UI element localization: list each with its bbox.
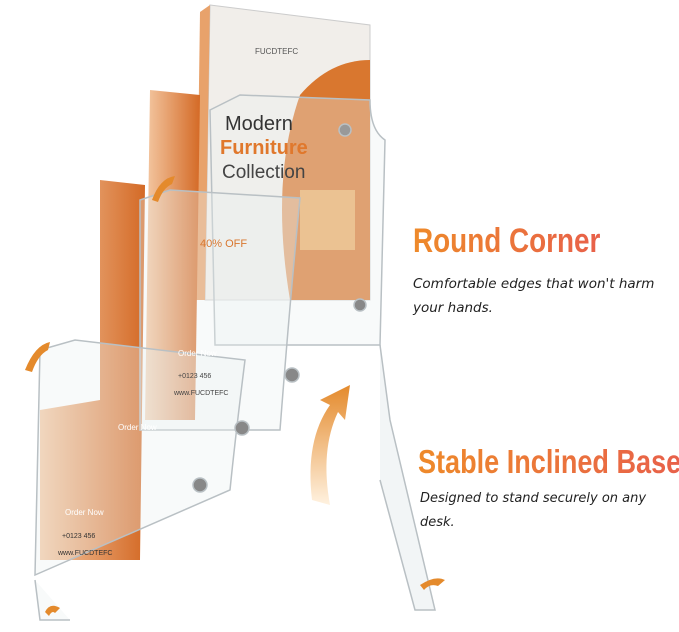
round-corner-accent-icon (25, 342, 50, 372)
feature-title-stable-base: Stable Inclined Base (418, 443, 679, 481)
feature-title-round-corner: Round Corner (413, 222, 601, 260)
brochure-top (196, 4, 371, 301)
brochure-discount: 40% OFF (200, 238, 247, 250)
brochure-cta-middle: Order Now (178, 349, 217, 358)
brochure-cta-bottom: Order Now (65, 508, 104, 517)
brochure-middle (145, 90, 200, 420)
brochure-cta-front: Order Now (118, 423, 157, 432)
brochure-title-1: Modern (225, 113, 293, 135)
brochure-brand: FUCDTEFC (255, 47, 298, 56)
brochure-phone-middle: +0123 456 (178, 373, 211, 380)
brochure-phone-front: +0123 456 (62, 533, 95, 540)
brochure-front (40, 180, 145, 560)
feature-description-stable-base: Designed to stand securely on any desk. (420, 491, 647, 530)
round-corner-accent-icon (152, 176, 175, 202)
curved-arrow-icon (310, 385, 350, 505)
brochure-web-middle: www.FUCDTEFC (173, 390, 228, 397)
acrylic-holder (34, 94, 436, 621)
brochure-title-2: Furniture (220, 137, 308, 159)
feature-description-round-corner: Comfortable edges that won't harm your h… (413, 276, 655, 316)
brochure-web-front: www.FUCDTEFC (57, 550, 112, 557)
base-accent-icon (420, 578, 445, 590)
brochure-text: FUCDTEFC Modern Furniture Collection 40%… (57, 47, 308, 557)
base-accent-icon (45, 605, 60, 616)
brochure-title-3: Collection (222, 162, 305, 183)
